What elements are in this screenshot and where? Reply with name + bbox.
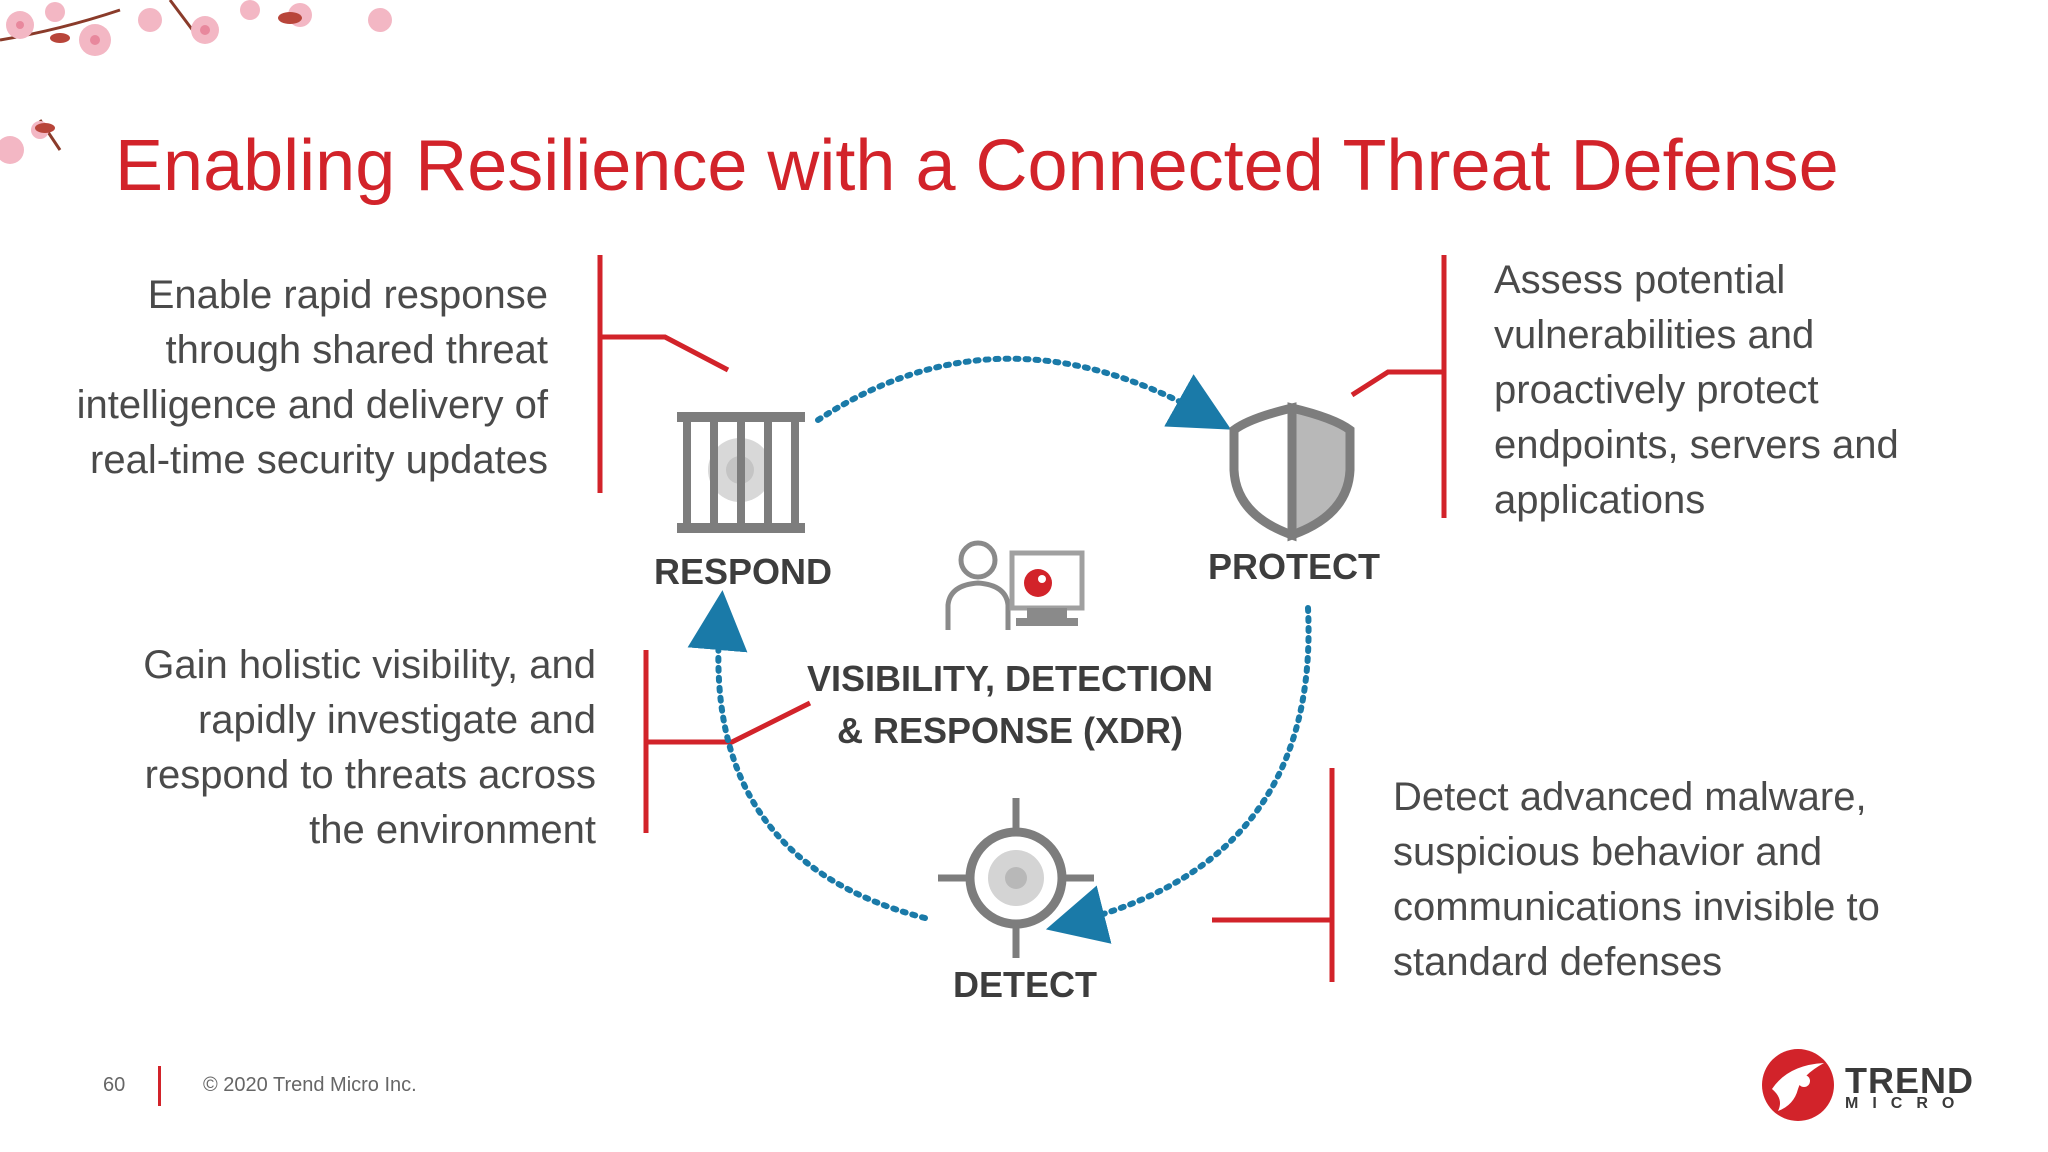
arrow-protect-to-detect [1045,605,1312,944]
brand-wordmark: TREND [1845,1060,1974,1101]
user-monitor-icon [945,540,1085,630]
xdr-center-label-line: VISIBILITY, DETECTION [806,658,1214,699]
arrow-respond-to-protect [815,355,1232,430]
respond-description: Enable rapid response through shared thr… [77,268,548,488]
protect-bracket [1350,255,1447,518]
xdr-center-label-line: & RESPONSE (XDR) [836,710,1184,751]
detect-description-line: suspicious behavior and [1393,830,1823,874]
protect-description-line: proactively protect [1494,368,1819,412]
respond-label: RESPOND [654,551,833,592]
protect-description-line: applications [1494,478,1706,522]
copyright-text: © 2020 Trend Micro Inc. [203,1074,417,1096]
page-number: 60 [103,1074,126,1096]
arrow-detect-to-respond [687,590,928,921]
detect-description-line: standard defenses [1393,940,1723,984]
respond-description-line: real-time security updates [90,438,548,482]
cherry-blossom-decoration [0,0,392,164]
detect-description-line: communications invisible to [1393,885,1880,929]
visibility-description-line: respond to threats across [144,753,596,797]
protect-description: Assess potential vulnerabilities and pro… [1494,253,1899,528]
protect-label: PROTECT [1208,546,1381,587]
visibility-description: Gain holistic visibility, and rapidly in… [143,638,596,858]
detect-bracket [1212,768,1335,982]
respond-description-line: through shared threat [165,328,548,372]
jail-biohazard-icon [677,412,805,533]
visibility-bracket [643,650,812,833]
detect-label: DETECT [953,964,1097,1005]
xdr-center-label: VISIBILITY, DETECTION & RESPONSE (XDR) [800,653,1220,757]
respond-description-line: Enable rapid response [147,273,548,317]
visibility-description-line: the environment [309,808,596,852]
detect-description-line: Detect advanced malware, [1393,775,1867,819]
slide-title: Enabling Resilience with a Connected Thr… [115,126,1839,206]
detect-description: Detect advanced malware, suspicious beha… [1393,770,1880,990]
trend-micro-logo-icon [1762,1049,1834,1121]
protect-description-line: vulnerabilities and [1494,313,1815,357]
respond-description-line: intelligence and delivery of [76,383,548,427]
protect-description-line: endpoints, servers and [1494,423,1899,467]
shield-icon [1229,402,1355,542]
visibility-description-line: rapidly investigate and [197,698,596,742]
respond-bracket [597,255,730,493]
visibility-description-line: Gain holistic visibility, and [143,643,596,687]
footer-divider [158,1066,161,1106]
crosshair-biohazard-icon [938,798,1094,958]
brand-submark: MICRO [1845,1095,1969,1112]
protect-description-line: Assess potential [1494,258,1786,302]
